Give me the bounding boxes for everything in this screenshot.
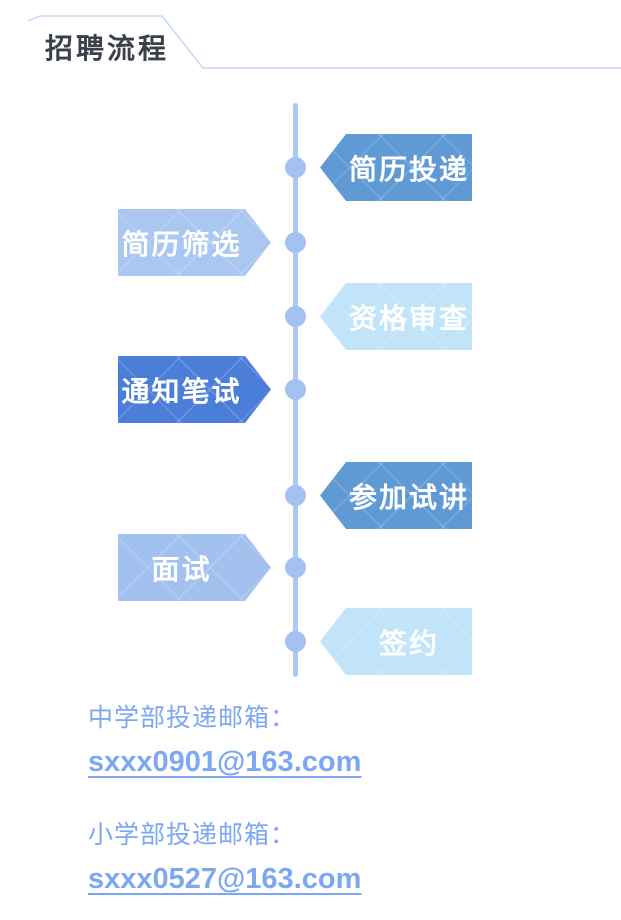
timeline-dot	[285, 557, 306, 578]
step-arrow-qualification-review: 资格审查	[320, 283, 472, 350]
timeline-dot	[285, 306, 306, 327]
email-link-primary-school[interactable]: sxxx0527@163.com	[88, 863, 362, 895]
step-arrow-trial-lecture: 参加试讲	[320, 462, 472, 529]
timeline-dot	[285, 379, 306, 400]
contact-label-primary-school: 小学部投递邮箱：	[88, 821, 297, 849]
contact-section: 中学部投递邮箱： sxxx0901@163.com 小学部投递邮箱： sxxx0…	[88, 702, 361, 920]
timeline-dot	[285, 232, 306, 253]
contact-block-middle-school: 中学部投递邮箱： sxxx0901@163.com	[88, 702, 361, 781]
step-arrow-resume-screening: 简历筛选	[118, 209, 271, 276]
contact-block-primary-school: 小学部投递邮箱： sxxx0527@163.com	[88, 819, 361, 898]
step-arrow-written-test-notice: 通知笔试	[118, 356, 271, 423]
timeline-dot	[285, 157, 306, 178]
contact-label-middle-school: 中学部投递邮箱：	[88, 704, 297, 732]
page-title: 招聘流程	[45, 33, 170, 64]
timeline-dot	[285, 631, 306, 652]
step-arrow-resume-submission: 简历投递	[320, 134, 472, 201]
step-arrow-signing: 签约	[320, 608, 472, 675]
email-link-middle-school[interactable]: sxxx0901@163.com	[88, 746, 362, 778]
timeline-dot	[285, 485, 306, 506]
step-arrow-interview: 面试	[118, 534, 271, 601]
